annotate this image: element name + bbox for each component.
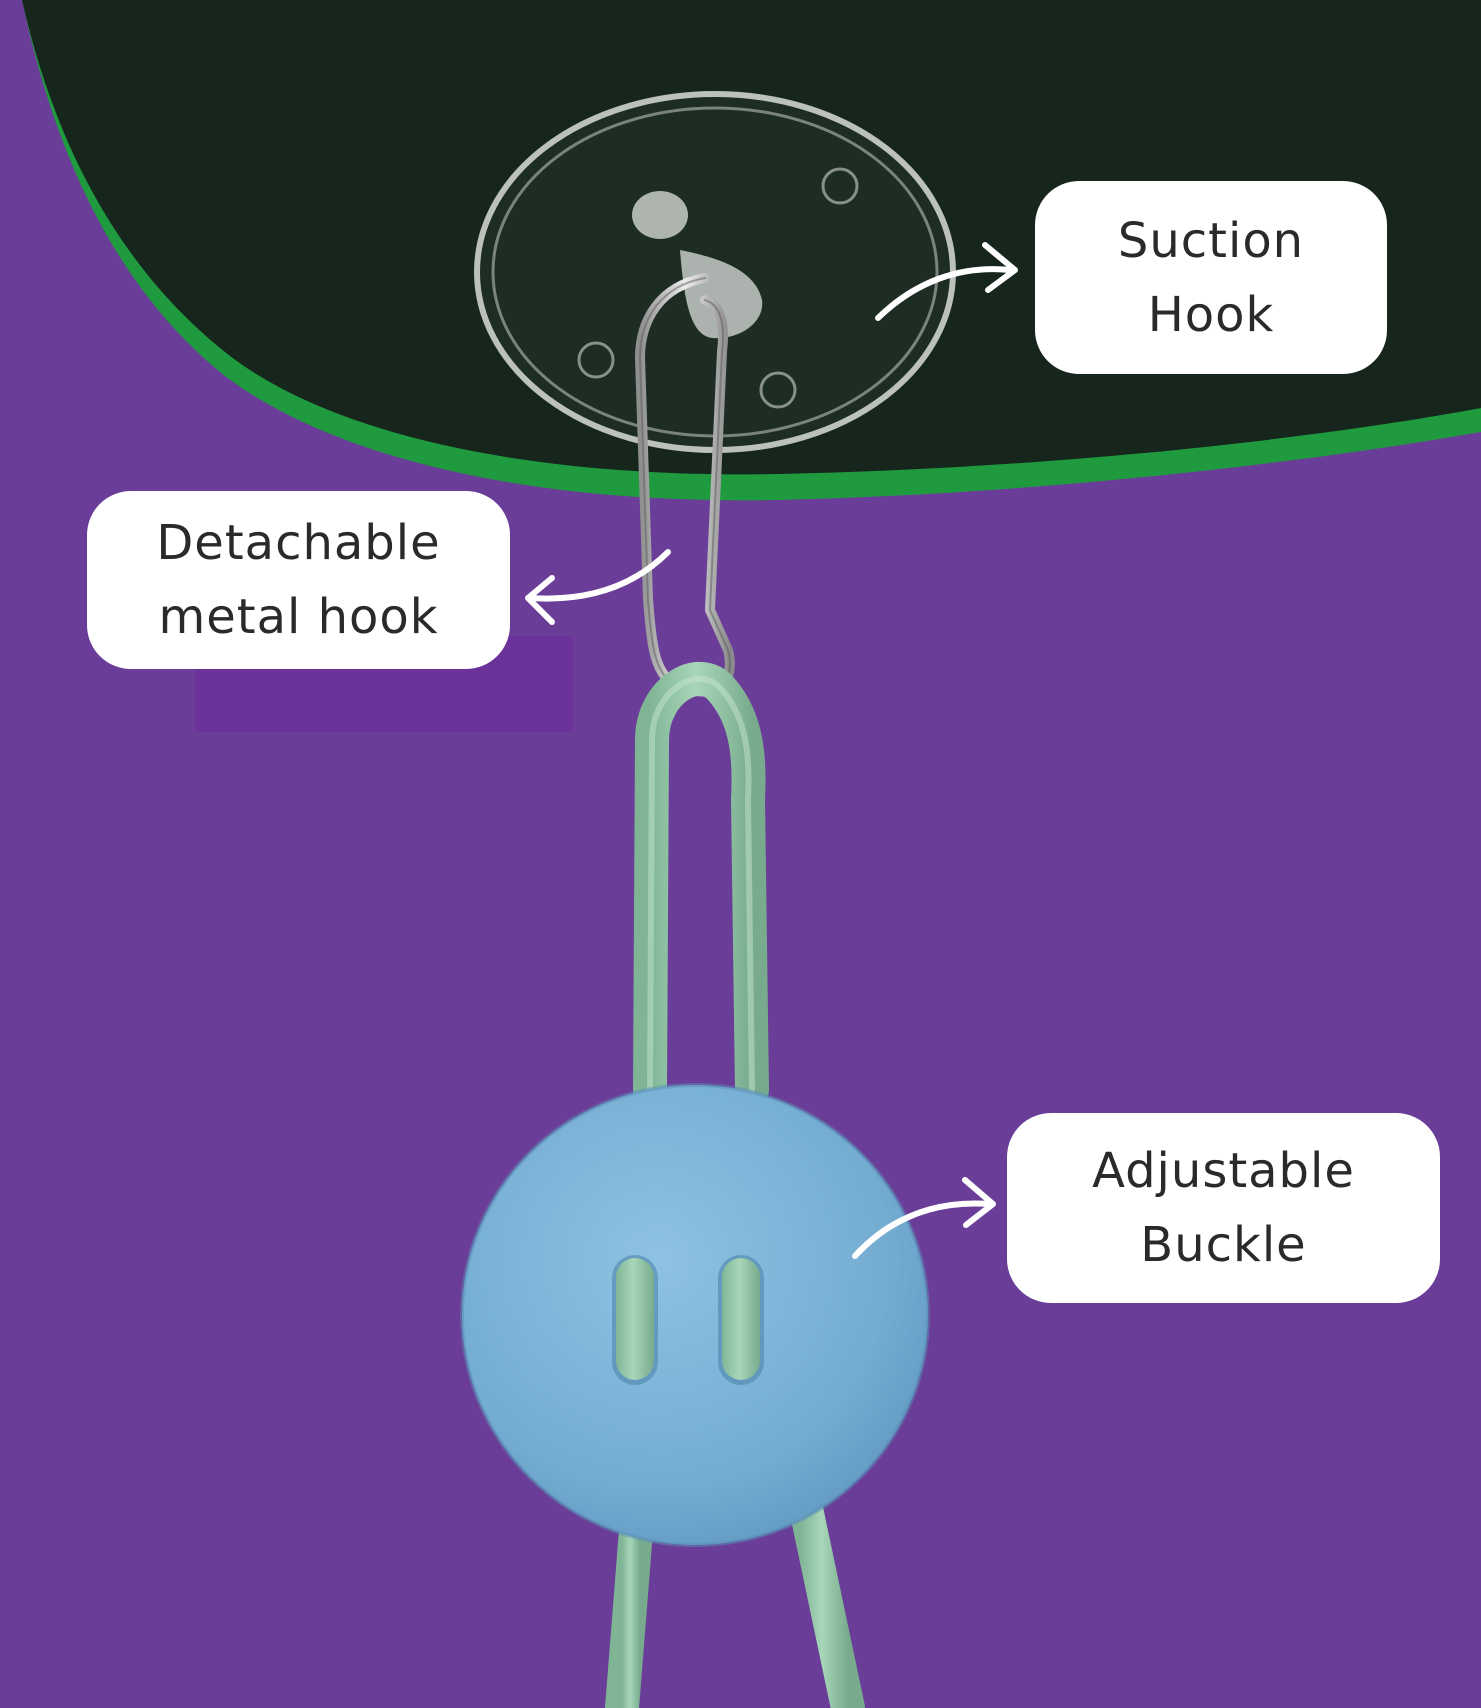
arrow-metal-hook [525, 549, 671, 625]
callout-metal-hook-line2: metal hook [158, 589, 439, 645]
arrow-buckle [852, 1177, 996, 1259]
callout-metal-hook-line1: Detachable [156, 515, 441, 571]
callout-adjustable-buckle: Adjustable Buckle [1007, 1113, 1440, 1303]
callout-suction-hook: Suction Hook [1035, 181, 1387, 374]
felt-buckle [460, 1083, 930, 1547]
arrow-suction-hook [875, 242, 1018, 321]
callout-metal-hook: Detachable metal hook [87, 491, 510, 669]
callout-buckle-line1: Adjustable [1092, 1143, 1355, 1199]
callout-buckle-line2: Buckle [1140, 1217, 1307, 1273]
callout-suction-hook-line2: Hook [1147, 286, 1275, 343]
callout-suction-hook-line1: Suction [1117, 212, 1305, 269]
